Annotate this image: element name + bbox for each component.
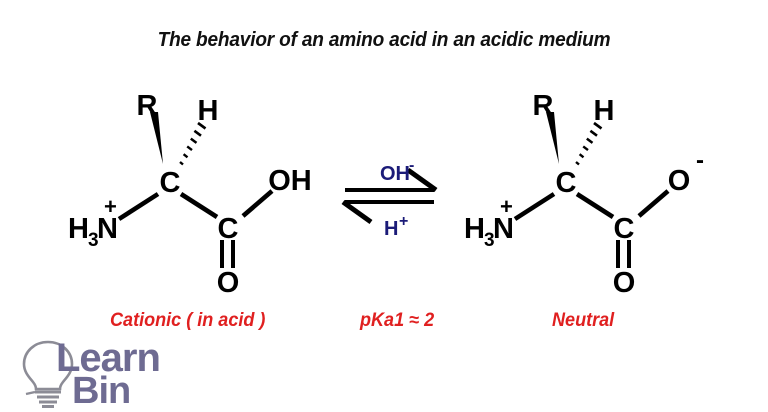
- reagent-label-hydroxide: OH -: [380, 157, 414, 185]
- charge-minus: -: [696, 147, 704, 174]
- atom-label-carboxyl-carbon: C: [614, 213, 635, 245]
- bond-wedge-to-r: [546, 112, 559, 164]
- bond-hash-to-h: [179, 121, 207, 166]
- atom-label-r: R: [137, 90, 158, 122]
- atom-label-alpha-carbon: C: [160, 167, 181, 199]
- charge-plus: +: [104, 194, 117, 219]
- charge-plus: +: [500, 194, 513, 219]
- svg-text:H: H: [68, 213, 89, 245]
- arrow-forward-head: [406, 167, 438, 193]
- arrow-reverse-head: [341, 199, 373, 225]
- learnbin-logo[interactable]: Learn Bin: [8, 336, 198, 410]
- atom-label-ammonium: H 3 N +: [464, 194, 514, 251]
- bond-c-to-coo: [575, 192, 615, 219]
- atom-label-h: H: [198, 95, 219, 127]
- svg-text:3: 3: [88, 230, 99, 251]
- atom-label-hydroxyl: OH: [268, 165, 312, 197]
- page-title: The behavior of an amino acid in an acid…: [157, 28, 611, 51]
- logo-text-learn: Learn: [56, 336, 161, 380]
- svg-text:N: N: [493, 213, 514, 245]
- svg-text:3: 3: [484, 230, 495, 251]
- bond-c-to-n: [513, 192, 556, 221]
- reagent-label-proton: H +: [384, 213, 408, 240]
- svg-text:-: -: [409, 157, 414, 174]
- bond-hash-to-h: [575, 121, 603, 166]
- atom-label-r: R: [533, 90, 554, 122]
- caption-right-structure: Neutral: [552, 310, 615, 331]
- caption-left-structure: Cationic ( in acid ): [110, 310, 266, 331]
- svg-text:H: H: [384, 218, 398, 240]
- atom-label-h: H: [594, 95, 615, 127]
- atom-label-carboxyl-carbon: C: [218, 213, 239, 245]
- bond-c-to-n: [117, 192, 160, 221]
- atom-label-carbonyl-oxygen: O: [217, 267, 240, 299]
- bond-c-to-o-minus: [637, 189, 670, 218]
- svg-text:N: N: [97, 213, 118, 245]
- structure-cationic: R H C H 3 N + C O OH: [68, 90, 312, 299]
- bond-c-to-cooh: [179, 192, 219, 219]
- atom-label-carboxylate-oxygen: O -: [668, 147, 704, 197]
- bond-wedge-to-r: [150, 112, 163, 164]
- atom-label-alpha-carbon: C: [556, 167, 577, 199]
- logo-text-bin: Bin: [72, 370, 131, 412]
- structure-neutral: R H C H 3 N + C O O -: [464, 90, 704, 299]
- bond-c-to-oh: [241, 189, 274, 218]
- atom-label-carbonyl-oxygen: O: [613, 267, 636, 299]
- svg-text:+: +: [399, 213, 408, 230]
- equilibrium-arrows: OH - H +: [341, 157, 438, 240]
- lightbulb-icon: [22, 340, 74, 408]
- svg-text:H: H: [464, 213, 485, 245]
- atom-label-ammonium: H 3 N +: [68, 194, 118, 251]
- svg-text:O: O: [668, 165, 691, 197]
- caption-pka: pKa1 ≈ 2: [360, 310, 435, 331]
- svg-text:OH: OH: [380, 163, 410, 185]
